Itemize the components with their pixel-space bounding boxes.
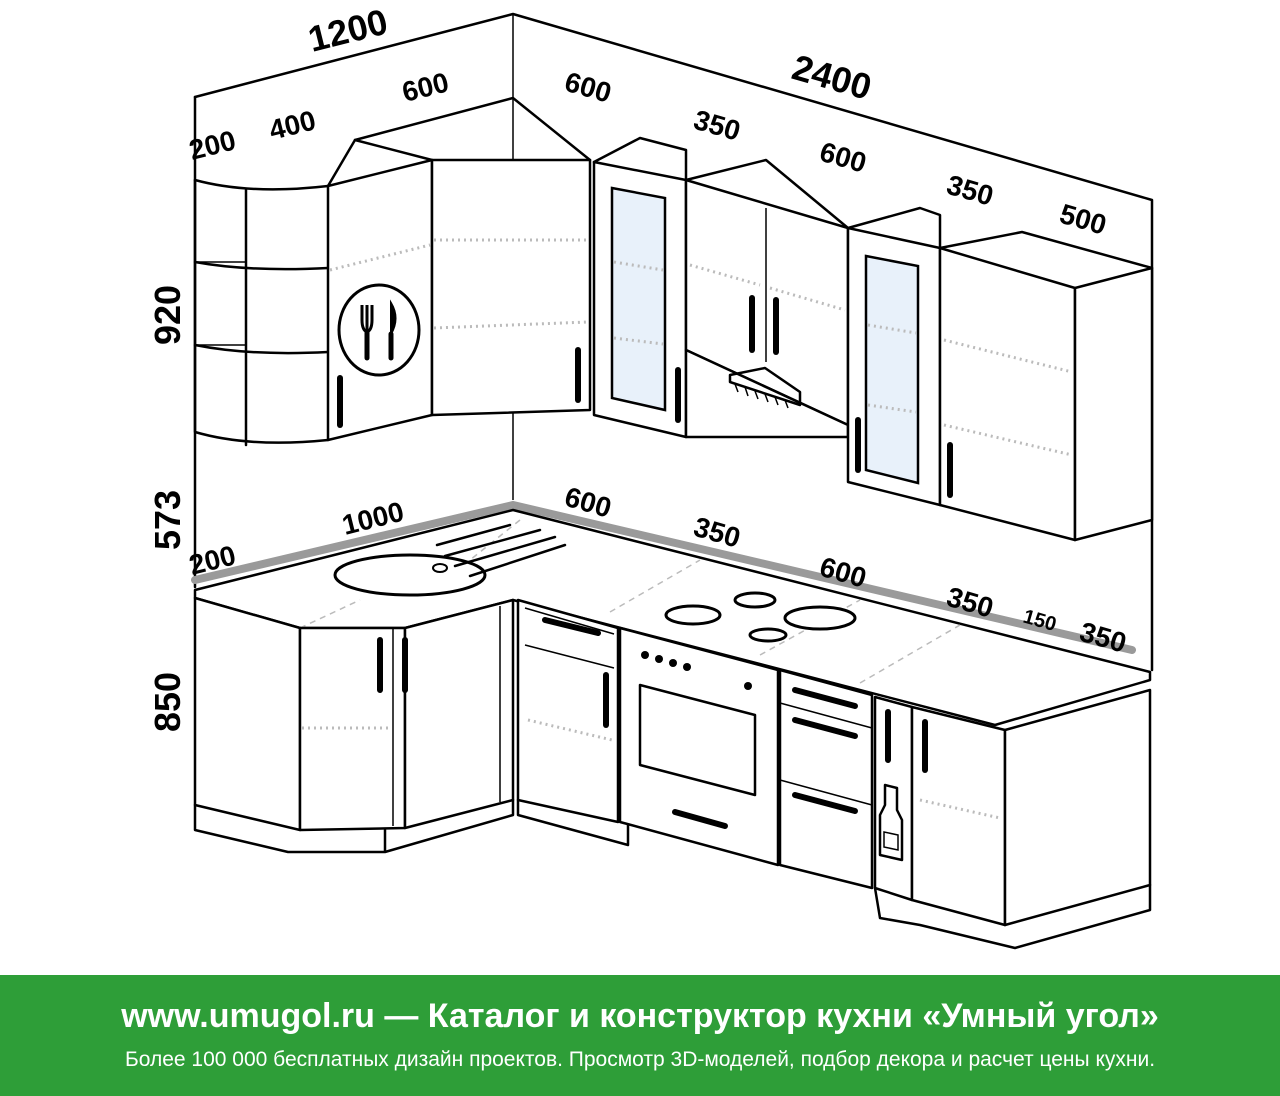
dim-850: 850	[147, 672, 188, 732]
wall-cabinet-400	[326, 138, 434, 442]
glass-cabinet-350-b	[846, 206, 942, 507]
dim-600-counter-b: 600	[816, 551, 869, 594]
base-left	[193, 596, 515, 854]
dim-920: 920	[147, 285, 188, 345]
dim-350-counter-b: 350	[943, 581, 996, 624]
base-drawer-600	[516, 598, 630, 847]
dim-150-counter: 150	[1021, 606, 1059, 636]
dim-1200: 1200	[304, 1, 392, 60]
dim-350-top-a: 350	[690, 104, 743, 147]
cooktop-icon	[664, 591, 857, 643]
dim-400-top: 400	[266, 104, 319, 145]
footer-banner: www.umugol.ru — Каталог и конструктор ку…	[0, 975, 1280, 1096]
base-cabinet-350	[873, 688, 1152, 950]
oven-unit	[618, 626, 780, 867]
base-cabinets	[193, 596, 1152, 950]
dim-350-counter-c: 350	[1076, 616, 1129, 659]
open-shelf-unit	[193, 178, 330, 447]
banner-subtitle: Более 100 000 бесплатных дизайн проектов…	[124, 1048, 1156, 1071]
oven-icon	[638, 651, 757, 797]
range-hood-icon	[728, 366, 802, 409]
kitchen-drawing: 1200 200 400 600 2400 600 350 600 350 50…	[147, 1, 1154, 950]
wall-cabinet-500	[938, 230, 1154, 542]
sink-icon	[333, 523, 567, 597]
dim-600-top-b: 600	[816, 136, 869, 179]
cutlery-plate-icon	[337, 283, 421, 377]
corner-wall-cabinet	[353, 96, 592, 417]
banner-title[interactable]: www.umugol.ru — Каталог и конструктор ку…	[121, 997, 1159, 1035]
glass-cabinet-350	[592, 136, 688, 439]
dim-500-top: 500	[1056, 198, 1109, 241]
dim-600-top-left: 600	[399, 66, 452, 107]
base-drawers-350	[778, 668, 874, 890]
dim-573: 573	[147, 490, 188, 550]
upper-cabinets	[193, 96, 1154, 542]
dim-350-top-b: 350	[943, 169, 996, 212]
hood-cabinet-600	[684, 158, 850, 439]
dim-600-top-right: 600	[561, 66, 614, 109]
bottle-rack-150	[873, 695, 914, 902]
bottle-icon	[878, 783, 904, 862]
kitchen-diagram: 1200 200 400 600 2400 600 350 600 350 50…	[147, 1, 1154, 950]
